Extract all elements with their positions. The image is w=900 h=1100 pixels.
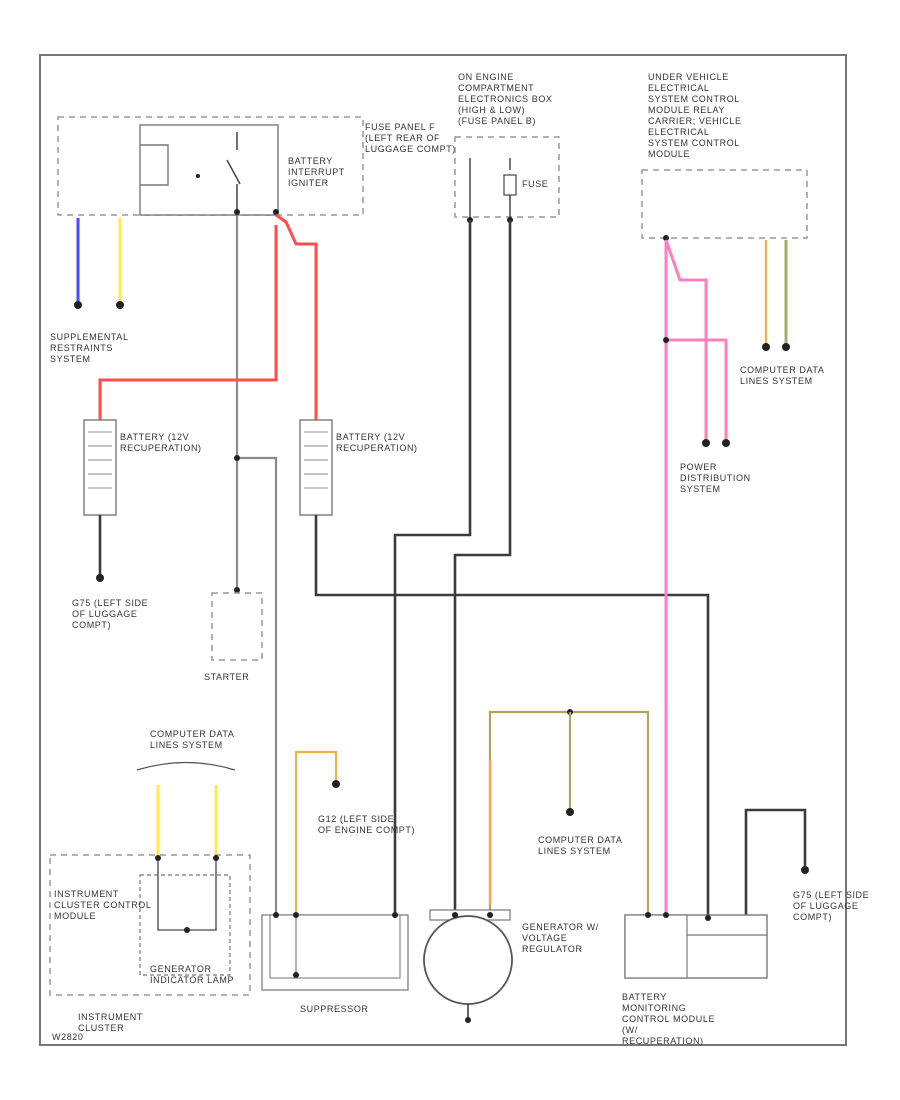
fuse-label: FUSE — [522, 179, 548, 189]
cluster-module-box — [139, 874, 231, 976]
diagram-frame — [39, 54, 847, 1046]
g75-ground-point-right — [801, 866, 809, 874]
srs-connector-2 — [116, 301, 124, 309]
instrument-cluster-box — [49, 854, 251, 996]
battery-positive-red-wire-left — [98, 225, 278, 420]
power-dist-connector-2 — [722, 439, 730, 447]
figure-code: W2820 — [52, 1032, 84, 1042]
bmcm-ground-wire — [744, 808, 807, 935]
suppressor-ground-wire — [294, 750, 338, 915]
g12-ground-point — [332, 780, 340, 788]
starter-box — [211, 592, 263, 661]
under-vehicle-module-box — [641, 169, 808, 239]
srs-connector-1 — [74, 301, 82, 309]
suppressor-box — [261, 912, 409, 991]
ebox-wire-to-suppressor — [393, 220, 472, 915]
battery-12v-recuperation-right — [299, 419, 333, 516]
splice-pink — [663, 337, 669, 343]
module-terminal-1 — [663, 235, 669, 241]
g75-ground-point — [96, 574, 104, 582]
data-lines-bracket — [136, 761, 236, 771]
suppressor-feed-wire — [237, 456, 278, 915]
power-distribution-wire-1 — [664, 239, 708, 440]
suppressor-label: SUPPRESSOR — [300, 1004, 369, 1014]
cluster-pin-2 — [213, 855, 219, 861]
starter-label: STARTER — [204, 672, 249, 682]
power-distribution-wire-2 — [666, 338, 728, 440]
indicator-lamp-circuit — [157, 858, 217, 931]
data-connector-1 — [762, 343, 770, 351]
battery-ground-wire-right — [314, 515, 710, 918]
battery-monitoring-module — [624, 912, 768, 979]
power-dist-connector-1 — [702, 439, 710, 447]
data-connector-2 — [782, 343, 790, 351]
cluster-pin-1 — [155, 855, 161, 861]
battery-positive-red-wire-right — [275, 213, 318, 420]
battery-12v-recuperation-left — [83, 419, 117, 516]
starter-terminal — [234, 587, 240, 593]
generator-unit — [423, 909, 513, 1023]
data-connector-mid — [566, 808, 574, 816]
engine-e-box — [454, 136, 560, 223]
splice-starter — [234, 455, 240, 461]
ebox-wire-to-generator — [453, 220, 512, 915]
indicator-lamp — [184, 927, 190, 933]
fuse-panel-f — [57, 116, 364, 216]
